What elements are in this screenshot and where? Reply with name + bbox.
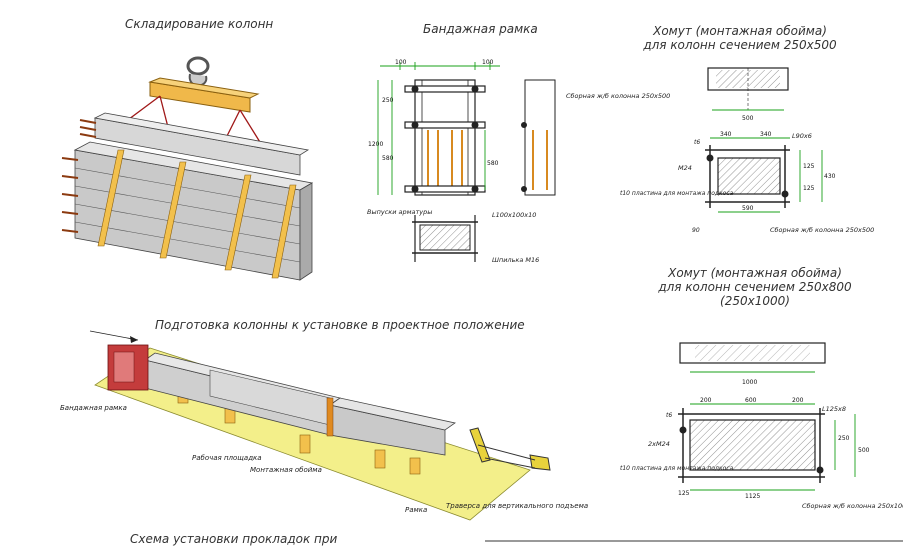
title-clamp-250x800-line1: Хомут (монтажная обойма) (668, 266, 842, 280)
title-bandage: Бандажная рамка (423, 22, 538, 36)
clamp1-dim-500: 500 (742, 115, 754, 122)
clamp1-column-label: Сборная ж/б колонна 250х500 (770, 226, 874, 234)
frame-label: Рамка (405, 506, 427, 514)
clamp1-t6: t6 (694, 139, 700, 146)
bandage-column-label: Сборная ж/б колонна 250х500 (566, 92, 670, 100)
clamp2-dim-top-1: 200 (700, 397, 712, 404)
traverse-label: Траверса для вертикального подъема (446, 502, 588, 510)
prep-illustration: Бандажная рамка Рабочая площадка Монтажн… (60, 330, 588, 521)
clamp1-d90: 90 (692, 227, 700, 234)
rebar-outlets-top (79, 119, 97, 138)
bandage-frame-label: Бандажная рамка (60, 404, 127, 412)
clamp2-section (689, 419, 816, 471)
dim-left-2: 1200 (368, 141, 383, 148)
clamp2-column-label: Сборная ж/б колонна 250х1000 (802, 502, 903, 510)
clamp1-r-dim-3: 430 (824, 173, 836, 180)
title-clamp-250x500-line2: для колонн сечением 250х500 (643, 38, 837, 52)
title-clamp-250x800: Хомут (монтажная обойма) для колонн сече… (650, 266, 860, 308)
work-platform-label: Рабочая площадка (192, 454, 262, 462)
frame-section (419, 224, 471, 251)
clamp-250x800-drawing: 1000 200 600 200 1125 125 250 500 L125x8… (620, 342, 903, 510)
clamp1-m24: M24 (678, 164, 692, 172)
clamp1-r-dim-2: 125 (803, 185, 815, 192)
dim-left-1: 250 (382, 97, 394, 104)
title-clamp-250x800-line3: (250х1000) (720, 294, 790, 308)
dim-left-3: 580 (382, 155, 394, 162)
clamp2-d125: 125 (678, 490, 690, 497)
title-clamp-250x500: Хомут (монтажная обойма) для колонн сече… (640, 24, 840, 52)
title-prep: Подготовка колонны к установке в проектн… (155, 318, 525, 332)
clamp2-r-dim-1: 250 (838, 435, 850, 442)
clamp2-dim-top-3: 200 (792, 397, 804, 404)
dim-inner: 580 (487, 160, 499, 167)
clamp2-r-dim-2: 500 (858, 447, 870, 454)
title-storage: Складирование колонн (125, 17, 274, 31)
clamp2-dim-1000: 1000 (742, 379, 757, 386)
stud-label: Шпилька М16 (492, 256, 539, 264)
clamp1-l90: L90x6 (792, 132, 812, 140)
column-stack (61, 141, 314, 281)
clamp1-r-dim-1: 125 (803, 163, 815, 170)
mount-clamp-label: Монтажная обойма (250, 466, 322, 474)
storage-illustration (61, 56, 314, 281)
frame-side-view (524, 79, 556, 196)
dim-top-left: 100 (395, 59, 407, 66)
outlets-label: Выпуски арматуры (367, 208, 432, 216)
bandage-frame-drawing: 100 100 250 1200 580 580 Сборная ж/б кол… (367, 59, 670, 264)
rebar-lines (427, 130, 463, 190)
dimension-lines (377, 62, 500, 195)
clamp2-m24: 2хМ24 (648, 440, 670, 448)
angle-label: L100х100х10 (492, 211, 536, 219)
title-clamp-250x800-line2: для колонн сечением 250х800 (658, 280, 852, 294)
clamp2-l125: L125x8 (822, 405, 846, 413)
crane-hook-icon (186, 56, 210, 96)
clamp1-section (717, 157, 781, 195)
frame-outline (414, 79, 476, 196)
clamp1-dim-590: 590 (742, 205, 754, 212)
clamp1-dim-top-2: 340 (760, 131, 772, 138)
clamp2-dim-1125: 1125 (745, 493, 760, 500)
clamp1-dim-top-1: 340 (720, 131, 732, 138)
bolt-icons (411, 85, 479, 193)
clamp1-plate-label: t10 пластина для монтажа подкоса (620, 190, 734, 197)
clamp2-t6: t6 (666, 412, 672, 419)
clamp2-dim-top-2: 600 (745, 397, 757, 404)
title-clamp-250x500-line1: Хомут (монтажная обойма) (653, 24, 827, 38)
dim-top-right: 100 (482, 59, 494, 66)
clamp2-plate-label: t10 пластина для монтажа подкоса (620, 465, 734, 472)
clamp-250x500-drawing: 500 340 340 590 t6 L90x6 M24 90 125 125 … (620, 67, 874, 234)
